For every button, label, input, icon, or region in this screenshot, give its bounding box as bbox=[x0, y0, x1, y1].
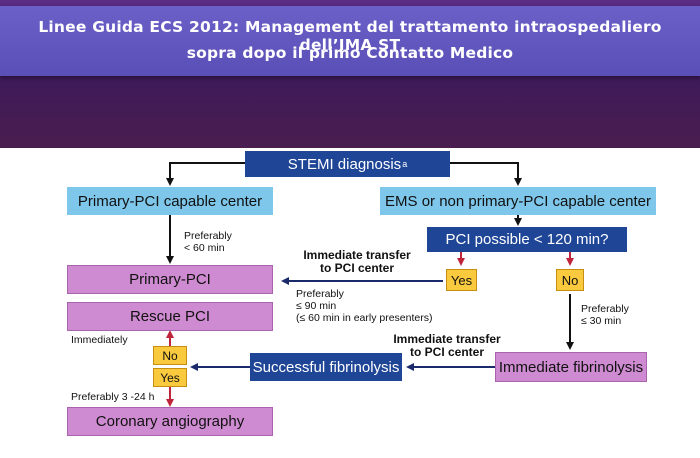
primary-pci-box: Primary-PCI bbox=[67, 265, 273, 294]
arrow-stemi-to-ems bbox=[450, 162, 522, 186]
pci-possible-box: PCI possible < 120 min? bbox=[427, 227, 627, 252]
stemi-superscript: a bbox=[402, 159, 408, 169]
decision-no-box: No bbox=[153, 346, 187, 365]
title-bar: Linee Guida ECS 2012: Management del tra… bbox=[0, 6, 700, 76]
ems-center-box: EMS or non primary-PCI capable center bbox=[380, 187, 656, 215]
connector-arrows bbox=[166, 162, 574, 407]
note-immediate-transfer-1: Immediate transfer to PCI center bbox=[292, 249, 422, 275]
note-preferably-90-line3: (≤ 60 min in early presenters) bbox=[296, 312, 433, 324]
slide-title-line-1: Linee Guida ECS 2012: Management del tra… bbox=[38, 18, 662, 54]
note-immediate-transfer-2-line1: Immediate transfer bbox=[393, 332, 501, 346]
note-preferably-60-line2: < 60 min bbox=[184, 242, 225, 254]
rescue-pci-box: Rescue PCI bbox=[67, 302, 273, 331]
note-preferably-90: Preferably ≤ 90 min (≤ 60 min in early p… bbox=[296, 288, 432, 324]
note-immediate-transfer-2-line2: to PCI center bbox=[409, 345, 484, 359]
note-preferably-60-line1: Preferably bbox=[184, 230, 232, 242]
yes-box: Yes bbox=[446, 269, 477, 291]
note-preferably-3-24: Preferably 3 -24 h bbox=[71, 391, 155, 403]
decision-yes-box: Yes bbox=[153, 368, 187, 387]
note-immediate-transfer-1-line2: to PCI center bbox=[319, 261, 394, 275]
note-immediate-transfer-1-line1: Immediate transfer bbox=[303, 248, 411, 262]
note-preferably-30-line2: ≤ 30 min bbox=[581, 315, 622, 327]
successful-fibrinolysis-box: Successful fibrinolysis bbox=[250, 353, 402, 381]
slide-header: Linee Guida ECS 2012: Management del tra… bbox=[0, 0, 700, 148]
note-preferably-60: Preferably < 60 min bbox=[184, 230, 232, 254]
immediate-fibrinolysis-box: Immediate fibrinolysis bbox=[495, 352, 647, 382]
note-preferably-30-line1: Preferably bbox=[581, 303, 629, 315]
note-immediate-transfer-2: Immediate transfer to PCI center bbox=[388, 333, 506, 359]
coronary-angiography-box: Coronary angiography bbox=[67, 407, 273, 436]
note-preferably-90-line2: ≤ 90 min bbox=[296, 300, 337, 312]
note-preferably-30: Preferably ≤ 30 min bbox=[581, 303, 629, 327]
stemi-diagnosis-label: STEMI diagnosis bbox=[287, 155, 402, 173]
slide-title-line-2: sopra dopo il primo Contatto Medico bbox=[186, 44, 514, 62]
note-immediately: Immediately bbox=[71, 334, 128, 346]
arrow-stemi-to-primary-center bbox=[166, 162, 245, 186]
primary-pci-center-box: Primary-PCI capable center bbox=[67, 187, 273, 215]
no-box: No bbox=[556, 269, 584, 291]
note-preferably-90-line1: Preferably bbox=[296, 288, 344, 300]
